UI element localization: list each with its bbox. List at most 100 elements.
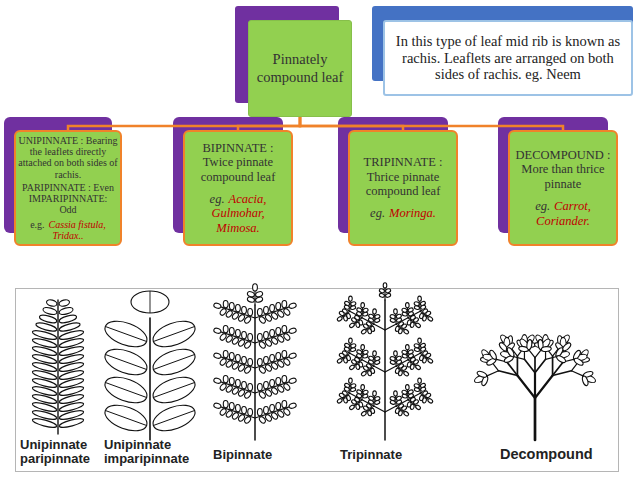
leaflet — [213, 302, 221, 309]
leaflet-blade — [374, 356, 380, 361]
leaflet — [276, 377, 281, 384]
leaflet — [229, 327, 234, 334]
tree-connector — [238, 117, 300, 130]
leaflet — [219, 383, 227, 392]
leaflet-blade — [276, 302, 281, 309]
leaflet-blade — [403, 411, 409, 417]
leaflet — [213, 402, 221, 409]
text-row: Odd — [59, 204, 76, 215]
leaflet — [282, 400, 287, 407]
leaflet-blade — [288, 402, 296, 409]
leaflet-blade — [248, 333, 253, 340]
leaflet-blade — [361, 385, 365, 390]
leaflet — [394, 309, 398, 314]
leaflet — [383, 283, 387, 288]
leaflet-blade — [223, 325, 228, 332]
leaflet-blade — [213, 377, 221, 384]
leaflet — [351, 317, 357, 323]
leaflet — [257, 308, 262, 315]
leaflet-blade — [401, 390, 407, 395]
leaflet — [415, 404, 421, 410]
leaflet — [351, 399, 357, 405]
leaflet-blade — [488, 349, 497, 360]
leaflet — [390, 396, 396, 401]
leaflet-vein — [153, 326, 194, 341]
leaflet — [288, 377, 296, 384]
box-text: UNIPINNATE : Bearing the leaflets direct… — [18, 135, 117, 180]
tree-connector — [300, 117, 403, 130]
root-box: Pinnately compound leaf — [248, 20, 352, 117]
leaflet-blade — [229, 302, 234, 309]
leaflet-blade — [506, 347, 515, 358]
leaflet-blade — [425, 310, 431, 316]
leaflet — [248, 383, 253, 390]
leaflet-blade — [405, 303, 409, 308]
leaflet — [282, 350, 287, 357]
leaflet-blade — [257, 358, 262, 365]
leaflet — [263, 306, 268, 313]
rachis-line — [348, 392, 385, 412]
leaflet — [379, 288, 385, 293]
leaflet — [58, 306, 73, 315]
leaflet — [248, 308, 253, 315]
leaflet-blade — [283, 308, 291, 317]
leaflet-blade — [58, 299, 70, 308]
leaflet — [343, 357, 348, 363]
leaflet — [283, 308, 291, 317]
leaflet-blade — [383, 283, 387, 288]
box-detail: eg. — [210, 192, 225, 206]
leaflet — [288, 302, 296, 309]
leaflet — [385, 293, 391, 298]
text-row: TRIPINNATE : Thrice pinnate compound lea… — [354, 155, 452, 198]
leaflet — [263, 381, 268, 388]
leaflet — [150, 400, 199, 436]
rachis-line — [487, 371, 499, 376]
leaflet — [518, 337, 531, 352]
leaflet — [42, 306, 57, 315]
leaflet-blade — [401, 350, 407, 355]
leaflet-blade — [427, 358, 433, 364]
leaflet — [223, 400, 228, 407]
leaflet — [349, 364, 355, 370]
text-row: BIPINNATE : Twice pinnate compound leaf — [189, 141, 287, 184]
leaflet — [242, 406, 247, 413]
leaflet — [235, 379, 240, 386]
leaflet-blade — [282, 325, 287, 332]
leaflet-blade — [350, 343, 356, 348]
tree-connector — [68, 117, 300, 130]
leaflet-blade — [270, 404, 275, 411]
leaflet-blade — [422, 315, 427, 321]
leaflet-blade — [235, 329, 240, 336]
leaflet-blade — [348, 296, 352, 301]
leaflet-blade — [219, 358, 227, 367]
rachis-line — [385, 310, 422, 330]
leaflet-blade — [362, 308, 368, 313]
leaflet — [223, 300, 228, 307]
box-detail: Odd — [59, 204, 76, 215]
rachis-line — [384, 300, 386, 440]
leaflet — [257, 383, 262, 390]
leaflet — [257, 333, 262, 340]
leaflet — [362, 390, 368, 395]
box-text: TRIPINNATE : Thrice pinnate compound lea… — [364, 155, 443, 198]
leaflet — [414, 383, 420, 388]
leaflet — [361, 371, 367, 377]
leaflet-blade — [373, 309, 377, 314]
leaflet — [363, 365, 369, 371]
leaflet — [283, 383, 291, 392]
leaflet — [401, 350, 407, 355]
leaflet-blade — [351, 399, 357, 405]
leaflet — [362, 350, 368, 355]
category-box: TRIPINNATE : Thrice pinnate compound lea… — [348, 130, 458, 246]
rachis-line — [385, 352, 422, 372]
leaflet-blade — [229, 377, 234, 384]
leaflet-blade — [235, 354, 240, 361]
leaflet — [418, 378, 422, 383]
leaflet-blade — [263, 381, 268, 388]
leaflet-blade — [219, 308, 227, 317]
leaflet-blade — [248, 383, 253, 390]
leaflet-blade — [339, 310, 345, 316]
leaflet — [373, 351, 377, 356]
leaflet — [355, 404, 360, 410]
leaflet-blade — [263, 356, 268, 363]
